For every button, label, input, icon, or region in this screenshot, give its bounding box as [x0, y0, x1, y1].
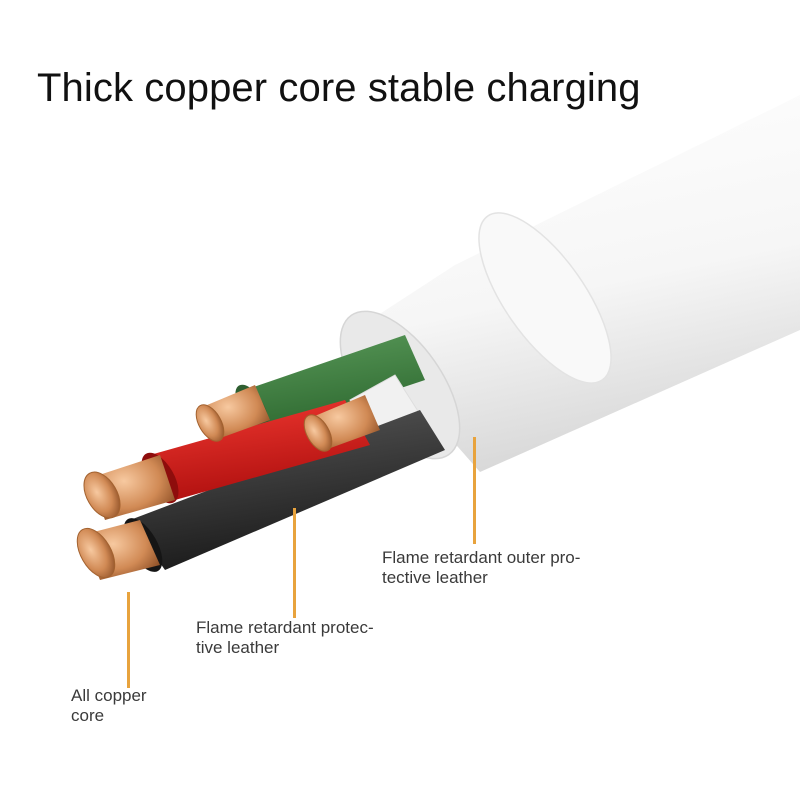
white-copper-end: [303, 414, 333, 452]
green-wire: [245, 335, 425, 430]
label-core: All copper core: [71, 686, 147, 725]
callout-line-outer-sheath: [473, 437, 476, 544]
green-copper-end: [195, 404, 225, 442]
outer-sheath-end: [478, 212, 612, 384]
label-outer-sheath: Flame retardant outer pro- tective leath…: [382, 548, 581, 587]
headline: Thick copper core stable charging: [37, 66, 641, 110]
callout-line-core: [127, 592, 130, 688]
label-inner-sheath: Flame retardant protec- tive leather: [196, 618, 374, 657]
black-wire: [130, 410, 445, 570]
black-copper-end: [76, 527, 116, 579]
callout-line-inner-sheath: [293, 508, 296, 618]
red-copper-end: [83, 471, 121, 519]
